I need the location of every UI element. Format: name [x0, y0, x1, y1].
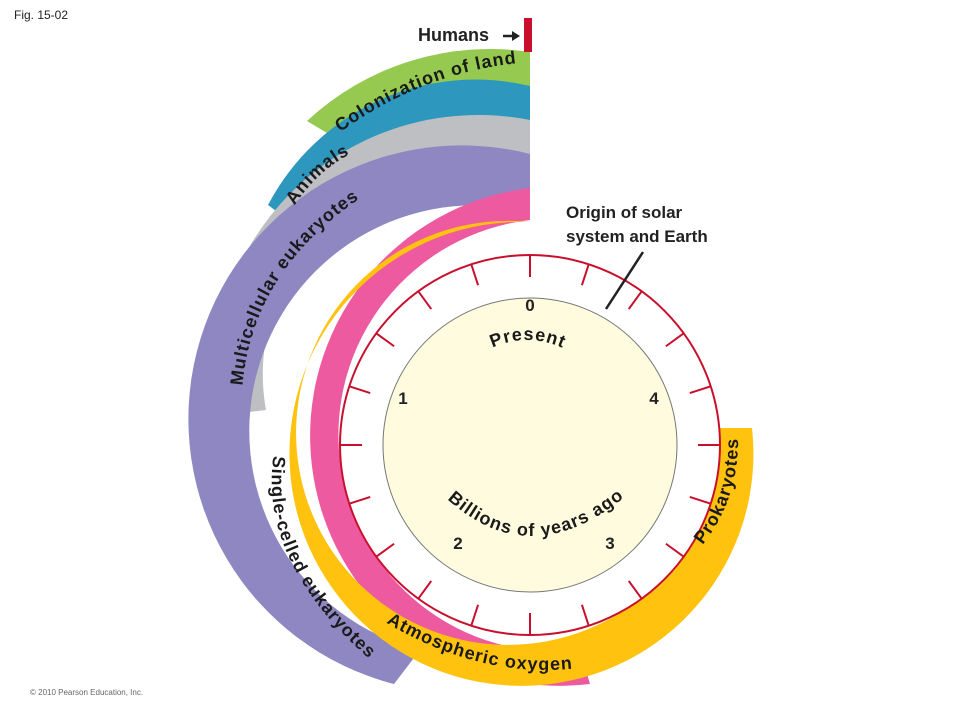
humans-label: Humans	[418, 25, 489, 45]
tick-mark	[348, 385, 371, 395]
numeral-3: 3	[605, 534, 614, 553]
tick-mark	[470, 604, 480, 627]
origin-leader-line	[604, 251, 645, 310]
numeral-0: 0	[525, 296, 534, 315]
tick-marks	[339, 254, 721, 636]
single-celled-band	[188, 145, 531, 684]
tick-mark	[665, 542, 685, 558]
tick-mark	[348, 495, 371, 505]
clock-face	[382, 297, 678, 593]
tick-mark	[580, 604, 590, 627]
tick-mark	[689, 495, 712, 505]
origin-callout: Origin of solar system and Earth	[566, 201, 708, 249]
tick-mark	[417, 290, 433, 310]
origin-line-2: system and Earth	[566, 227, 708, 246]
tick-mark	[627, 290, 643, 310]
tick-mark	[627, 580, 643, 600]
origin-line-1: Origin of solar	[566, 203, 683, 222]
numeral-1: 1	[398, 389, 407, 408]
tick-mark	[689, 385, 712, 395]
tick-mark	[470, 263, 480, 286]
numeral-4: 4	[649, 389, 659, 408]
humans-arrowhead	[512, 31, 520, 41]
tick-ring-outline	[339, 254, 721, 636]
numeral-2: 2	[453, 534, 462, 553]
tick-mark	[375, 332, 395, 348]
tick-mark	[665, 332, 685, 348]
tick-mark	[375, 542, 395, 558]
tick-mark	[580, 263, 590, 286]
figure-label: Fig. 15-02	[14, 8, 69, 22]
tick-mark	[417, 580, 433, 600]
humans-marker	[524, 18, 532, 52]
copyright-notice: © 2010 Pearson Education, Inc.	[30, 688, 144, 697]
